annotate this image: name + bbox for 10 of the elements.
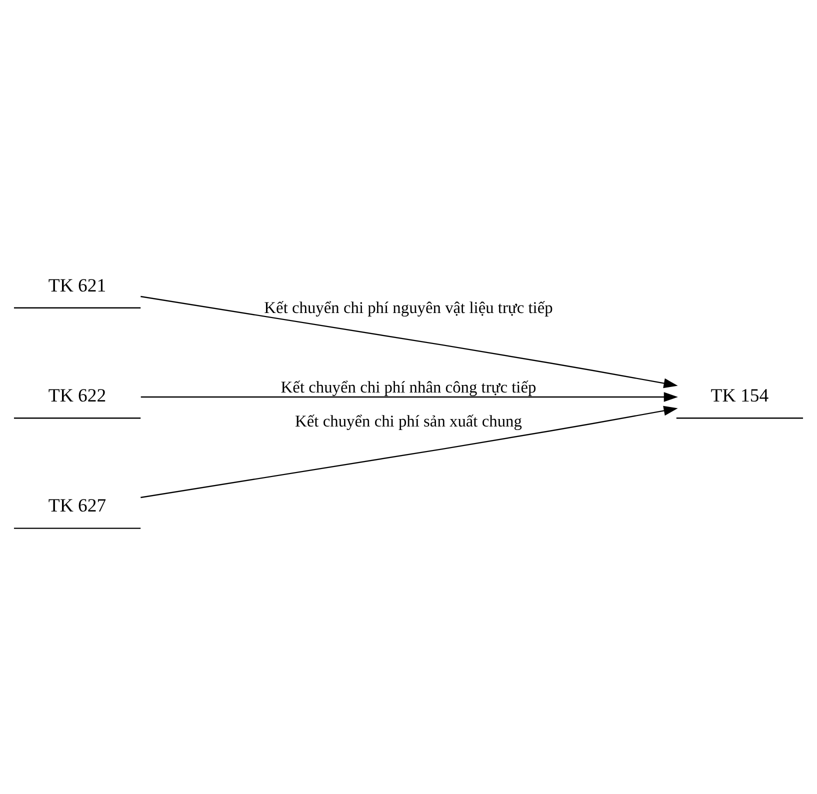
node-text: TK 154 bbox=[710, 385, 769, 406]
arrow bbox=[140, 392, 678, 402]
arrow bbox=[140, 296, 678, 388]
edge-label: Kết chuyển chi phí sản xuất chung bbox=[295, 412, 522, 431]
edge-label: Kết chuyển chi phí nhân công trực tiếp bbox=[280, 378, 536, 397]
node-text: TK 622 bbox=[48, 385, 106, 406]
arrow bbox=[140, 406, 678, 498]
node-text: TK 621 bbox=[48, 275, 106, 296]
edge-label: Kết chuyển chi phí nguyên vật liệu trực tiếp bbox=[264, 298, 553, 317]
node-text: TK 627 bbox=[48, 496, 106, 517]
